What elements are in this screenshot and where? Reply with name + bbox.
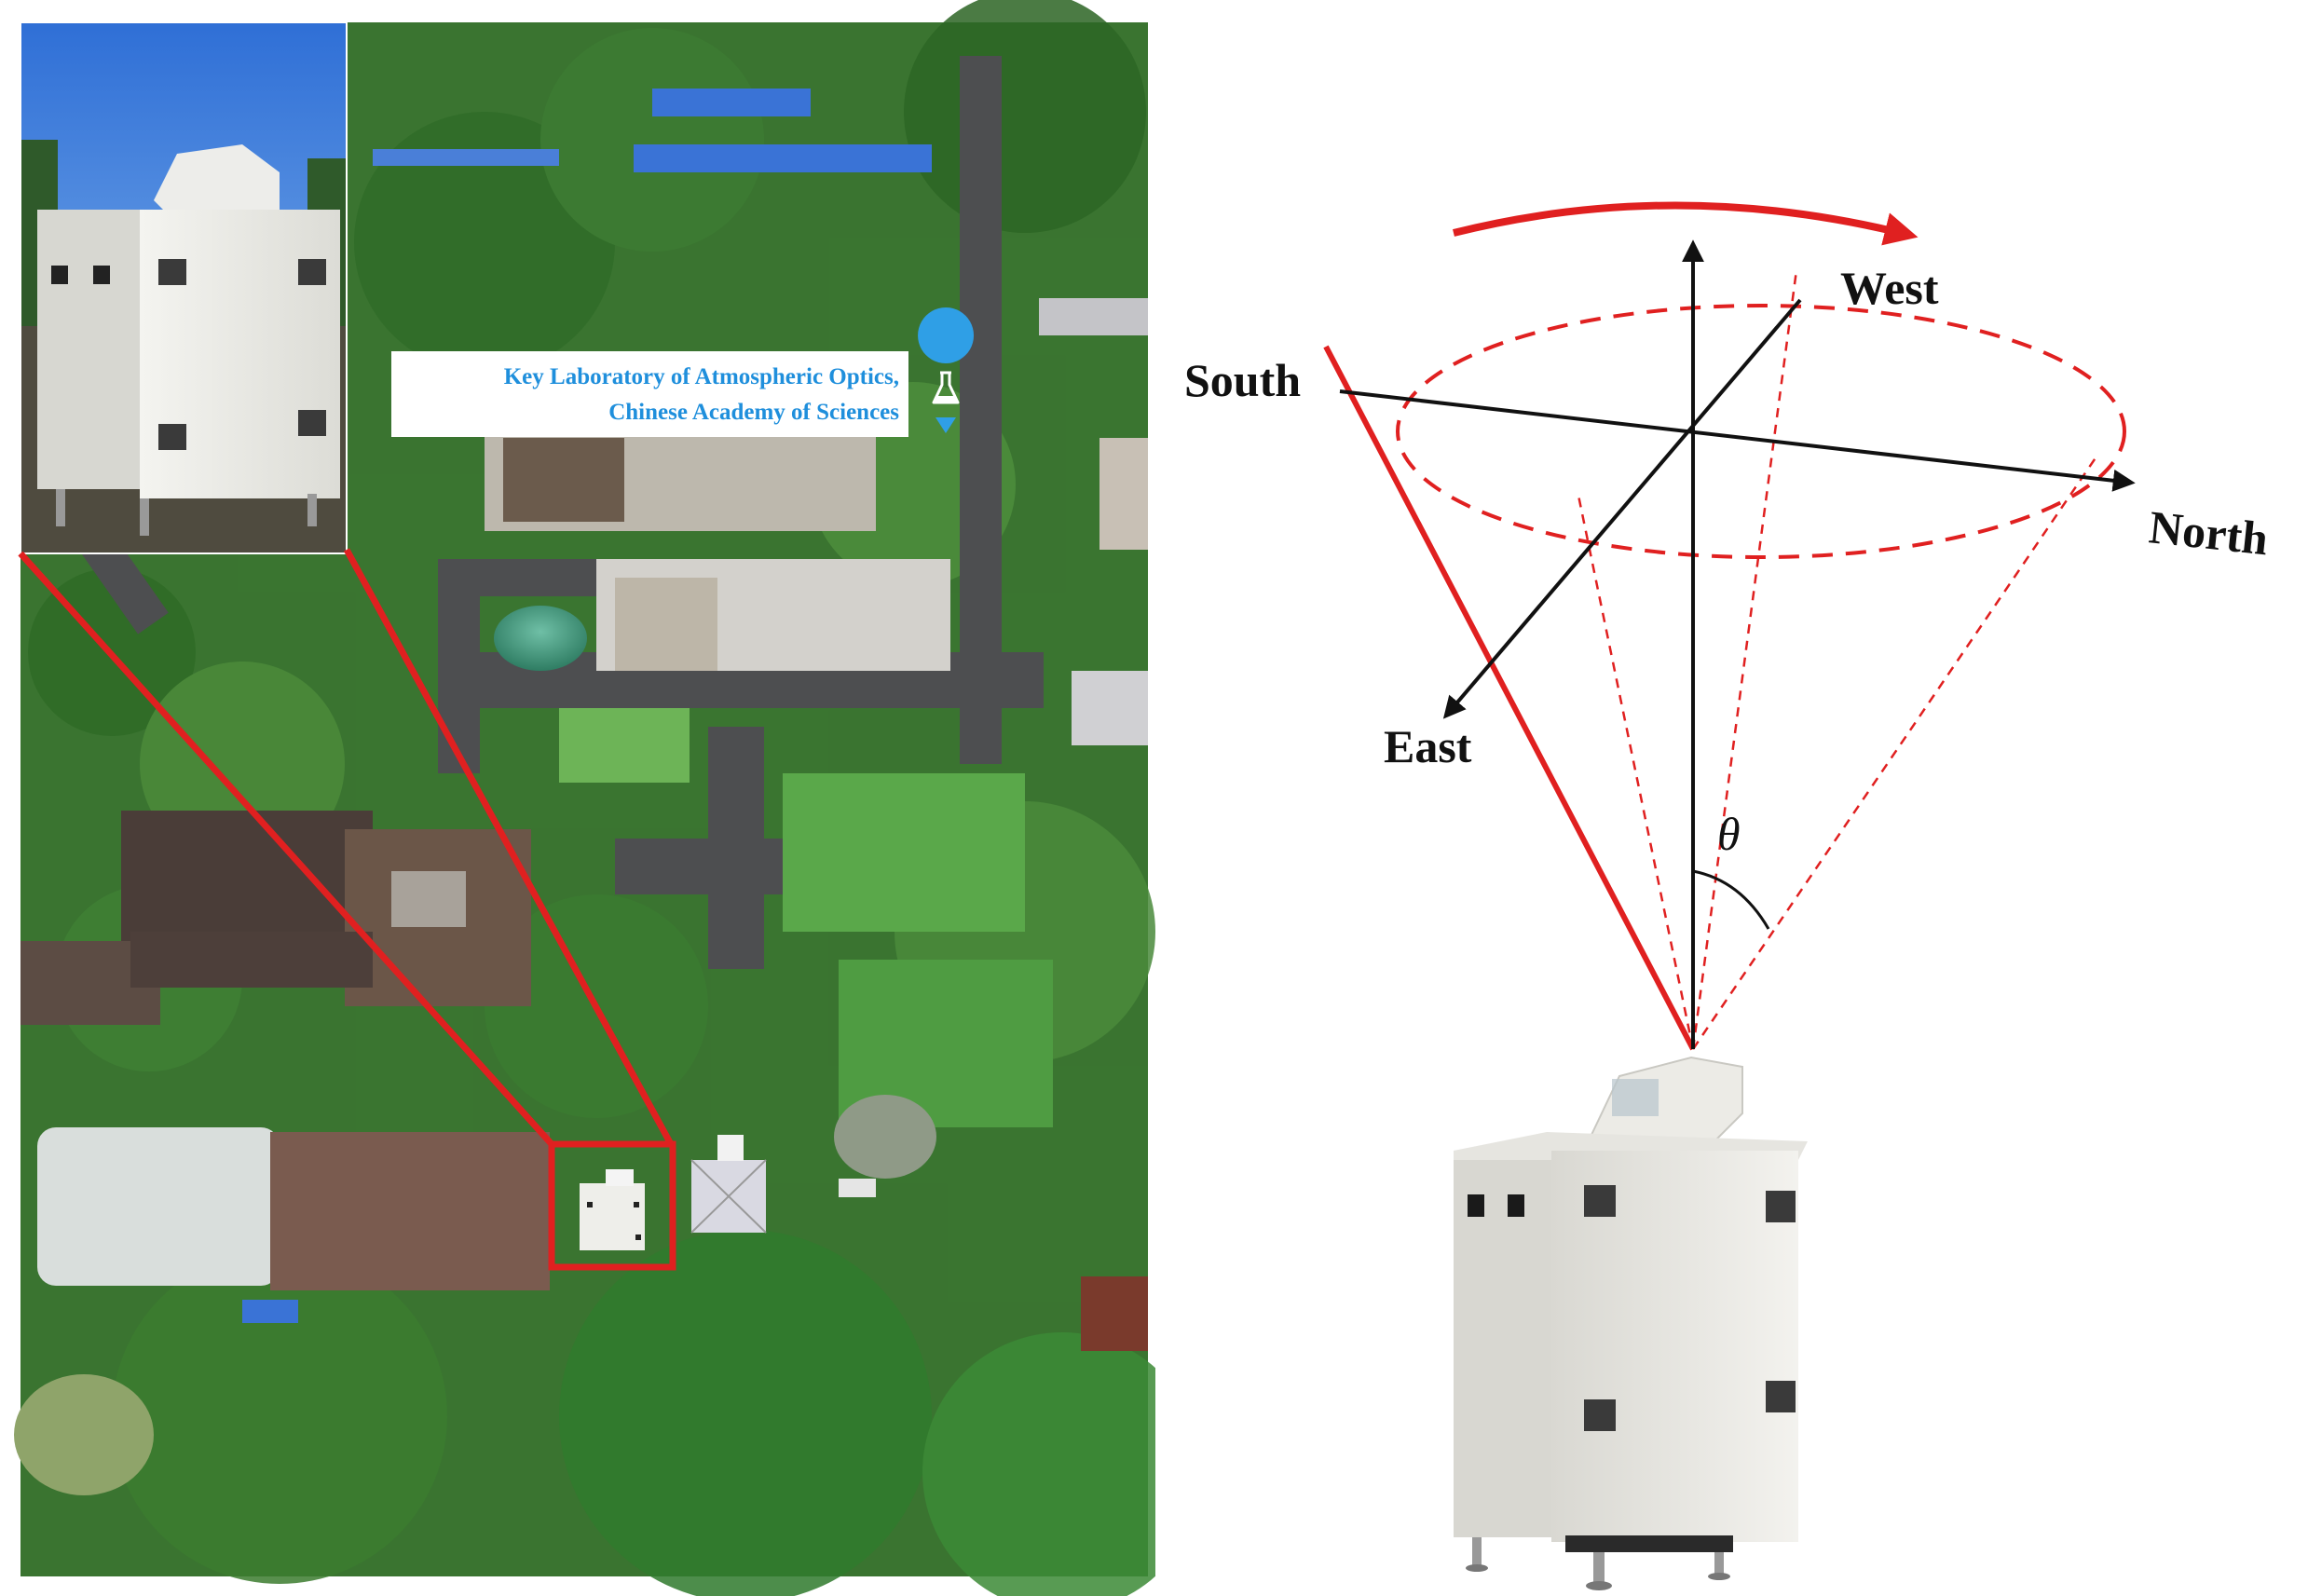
south-label: South bbox=[1184, 354, 1301, 406]
lawns bbox=[559, 708, 1053, 1127]
north-label: North bbox=[2147, 500, 2271, 565]
east-label: East bbox=[1384, 720, 1472, 772]
south-north-axis bbox=[1339, 389, 2136, 492]
instrument-location-marker bbox=[580, 1169, 645, 1250]
lab-location-label: Key Laboratory of Atmospheric Optics, Ch… bbox=[391, 351, 908, 437]
lab-label-line1: Key Laboratory of Atmospheric Optics, bbox=[504, 364, 899, 389]
lab-label-line2: Chinese Academy of Sciences bbox=[608, 400, 899, 425]
scan-cone-base-ellipse bbox=[1396, 304, 2126, 559]
west-label: West bbox=[1840, 262, 1939, 314]
flask-map-pin-icon bbox=[918, 307, 975, 433]
buildings bbox=[14, 89, 1148, 1495]
neighbor-instrument bbox=[690, 1135, 767, 1234]
aerial-photo-panel: Key Laboratory of Atmospheric Optics, Ch… bbox=[14, 0, 1155, 1596]
cabinet-left-side bbox=[1454, 1160, 1556, 1537]
clockwise-rotation-arrow-icon bbox=[1453, 201, 1919, 246]
lidar-instrument bbox=[1454, 1056, 1808, 1590]
instrument-location-highlight bbox=[548, 1140, 676, 1271]
scan-cone-lines bbox=[1323, 269, 2098, 1051]
zenith-angle-symbol: θ bbox=[1717, 808, 1741, 860]
instrument-inset-photo bbox=[20, 21, 348, 554]
scanning-geometry-diagram: West South North East θ bbox=[1184, 201, 2271, 1590]
zenith-angle-arc bbox=[1692, 869, 1770, 930]
west-east-axis bbox=[1442, 298, 1802, 719]
zoom-indicator-lines bbox=[18, 548, 675, 1147]
direction-axes bbox=[1339, 239, 2136, 1049]
